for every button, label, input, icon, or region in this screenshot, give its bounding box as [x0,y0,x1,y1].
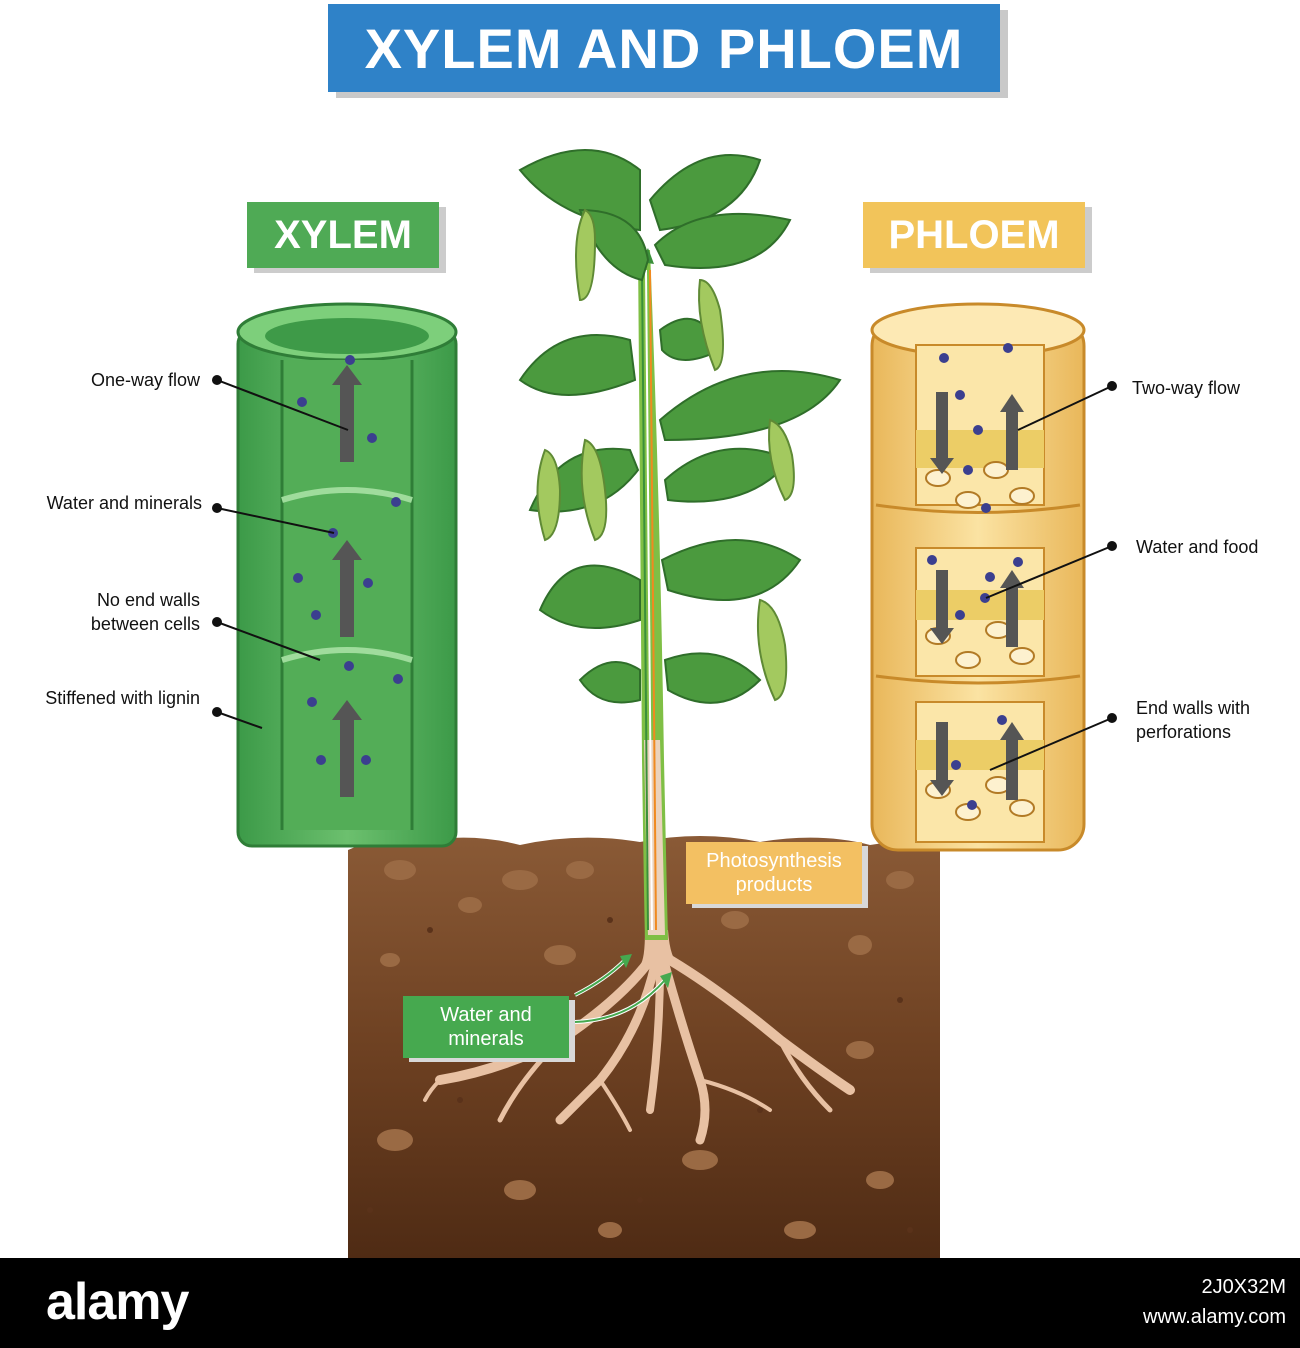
site-url: www.alamy.com [1143,1306,1286,1328]
xylem-tag: XYLEM [247,202,439,268]
leader-lines [212,375,1117,771]
label-stiffened-lignin: Stiffened with lignin [45,688,200,708]
photosynthesis-box: Photosynthesis products [686,842,862,904]
label-water-food: Water and food [1136,537,1259,557]
title-banner: XYLEM AND PHLOEM [328,4,1000,92]
soil-block [348,836,940,1258]
phloem-tag: PHLOEM [863,202,1085,268]
label-end-walls: End walls with perforations [1136,698,1251,742]
water-minerals-box: Water and minerals [403,996,569,1058]
label-two-way-flow: Two-way flow [1132,378,1241,398]
phloem-flow-line [649,269,657,931]
plant-leaves [518,149,842,704]
diagram-artwork [212,149,1117,1258]
pea-pods [536,208,795,702]
watermark-footer: alamy 2J0X32M www.alamy.com [0,1258,1300,1348]
label-no-end-walls: No end walls between cells [90,590,200,634]
xylem-flow-line [641,269,649,931]
label-one-way-flow: One-way flow [90,370,200,390]
label-water-minerals: Water and minerals [46,493,202,513]
xylem-vessel [236,302,458,848]
image-id: 2J0X32M [1201,1276,1287,1298]
page-title: XYLEM AND PHLOEM [364,16,964,80]
image-code: 2J0X32M www.alamy.com [1143,1272,1286,1332]
alamy-logo: alamy [46,1273,189,1331]
phloem-vessel [870,302,1086,852]
